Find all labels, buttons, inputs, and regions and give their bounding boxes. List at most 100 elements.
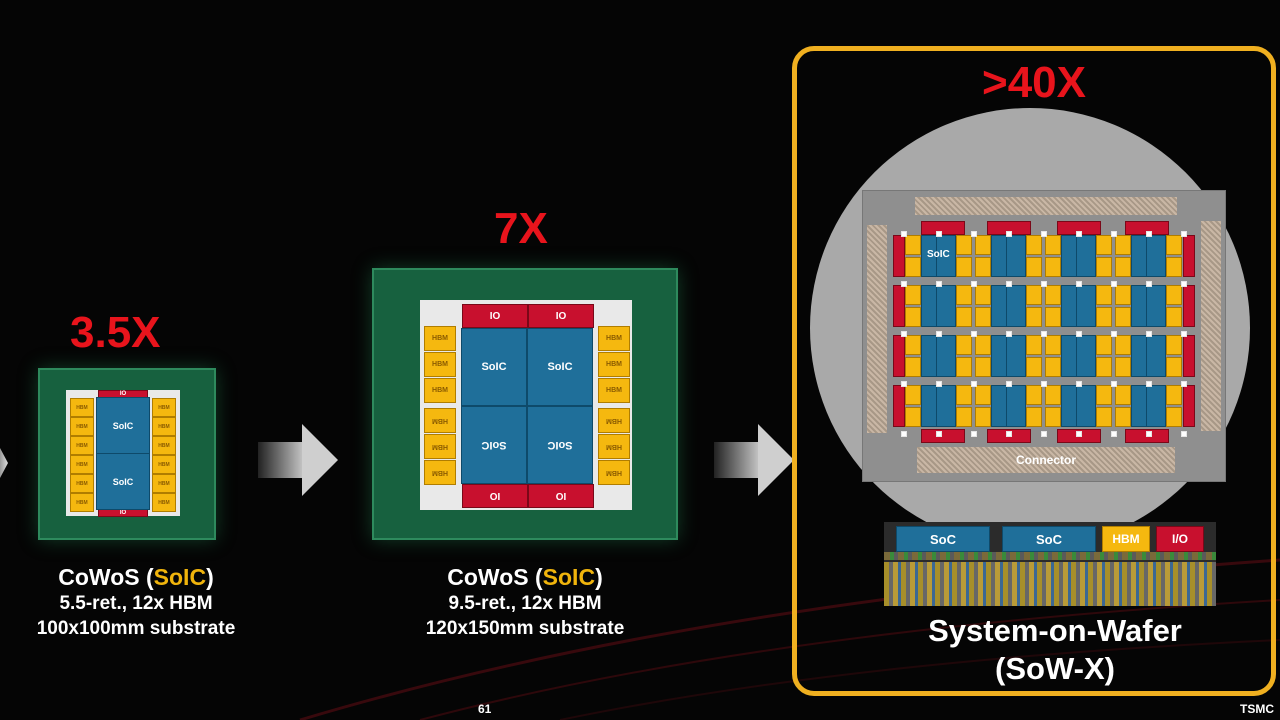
interconnect-node — [901, 331, 907, 337]
hbm-stack — [1096, 285, 1112, 305]
hbm-stack — [905, 335, 921, 355]
interconnect-node — [1041, 381, 1047, 387]
top-connector-strip — [915, 197, 1177, 215]
interconnect-node — [936, 231, 942, 237]
hbm-stack — [1096, 307, 1112, 327]
hbm-stack — [1115, 285, 1131, 305]
interconnect-node — [1076, 381, 1082, 387]
hbm-stack: HBM — [598, 434, 630, 459]
io-chip-bottom: IO — [528, 484, 594, 508]
io-chip — [893, 385, 905, 427]
hbm-stack — [1096, 257, 1112, 277]
soic-die — [1076, 335, 1096, 377]
hbm-stack: HBM — [598, 408, 630, 433]
interconnect-node — [971, 431, 977, 437]
caption-title: CoWoS ( — [447, 564, 543, 590]
interconnect-node — [1146, 331, 1152, 337]
interconnect-node — [936, 431, 942, 437]
hbm-stack — [1166, 257, 1182, 277]
hbm-stack — [1045, 257, 1061, 277]
caption-title: System-on-Wafer — [928, 613, 1182, 648]
soic-die — [936, 385, 956, 427]
soic-die — [1006, 235, 1026, 277]
hbm-stack: HBM — [152, 455, 176, 474]
caption-subtitle: (SoW-X) — [995, 651, 1115, 686]
interconnect-node — [901, 431, 907, 437]
interconnect-node — [1146, 231, 1152, 237]
connector-label: Connector — [1016, 453, 1076, 467]
soic-die — [936, 285, 956, 327]
substrate-layer — [884, 562, 1216, 606]
cross-section-io: I/O — [1156, 526, 1204, 552]
soic-die — [1146, 385, 1166, 427]
soic-die — [936, 235, 956, 277]
soic-die: SoIC — [527, 328, 593, 406]
interconnect-node — [1146, 281, 1152, 287]
hbm-stack: HBM — [424, 378, 456, 403]
soic-die: SoIC — [461, 406, 527, 484]
interconnect-node — [971, 331, 977, 337]
soic-die — [1006, 285, 1026, 327]
io-chip — [1183, 235, 1195, 277]
interposer: IO IO IO IO SoIC SoIC SoIC SoIC HBM HBM … — [420, 300, 632, 510]
hbm-stack: HBM — [152, 417, 176, 436]
io-chip — [893, 335, 905, 377]
interconnect-node — [1006, 331, 1012, 337]
hbm-stack — [956, 235, 972, 255]
scale-label-2: 7X — [494, 204, 548, 253]
soic-die-2: SoIC — [96, 453, 150, 510]
io-chip — [921, 221, 965, 235]
hbm-stack — [905, 285, 921, 305]
interconnect-node — [1111, 281, 1117, 287]
io-chip-bottom: IO — [98, 509, 148, 517]
hbm-stack — [1045, 407, 1061, 427]
cowos-package-large: IO IO IO IO SoIC SoIC SoIC SoIC HBM HBM … — [372, 268, 678, 540]
interconnect-node — [936, 281, 942, 287]
soic-die: SoIC — [461, 328, 527, 406]
hbm-stack — [956, 285, 972, 305]
hbm-stack: HBM — [70, 493, 94, 512]
interconnect-node — [1006, 381, 1012, 387]
hbm-stack: HBM — [424, 352, 456, 377]
hbm-stack — [1026, 307, 1042, 327]
redistribution-layer — [884, 552, 1216, 560]
hbm-stack — [1026, 335, 1042, 355]
hbm-stack — [975, 335, 991, 355]
interconnect-node — [1111, 431, 1117, 437]
hbm-stack — [1045, 285, 1061, 305]
cross-section-soc-1: SoC — [896, 526, 990, 552]
scale-label-1: 3.5X — [70, 308, 161, 357]
io-chip — [1183, 335, 1195, 377]
hbm-stack — [1045, 385, 1061, 405]
interconnect-node — [936, 381, 942, 387]
hbm-stack — [1115, 357, 1131, 377]
hbm-stack — [1115, 407, 1131, 427]
hbm-stack: HBM — [70, 417, 94, 436]
right-arrow-icon — [714, 424, 794, 496]
interconnect-node — [1041, 231, 1047, 237]
io-chip — [1183, 385, 1195, 427]
hbm-stack — [1026, 235, 1042, 255]
io-chip — [921, 429, 965, 443]
hbm-stack — [1045, 357, 1061, 377]
interconnect-node — [1181, 231, 1187, 237]
hbm-stack — [975, 385, 991, 405]
interconnect-node — [1076, 281, 1082, 287]
interconnect-node — [1111, 231, 1117, 237]
interconnect-node — [901, 231, 907, 237]
brand-logo: TSMC — [1240, 702, 1274, 716]
caption-stage-2: CoWoS (SoIC) 9.5-ret., 12x HBM 120x150mm… — [380, 562, 670, 642]
cowos-package-small: IO IO SoIC SoIC HBM HBM HBM HBM HBM HBM … — [38, 368, 216, 540]
hbm-stack — [975, 285, 991, 305]
hbm-stack — [1096, 385, 1112, 405]
interconnect-node — [1006, 231, 1012, 237]
hbm-stack: HBM — [152, 493, 176, 512]
caption-substrate: 120x150mm substrate — [425, 618, 625, 639]
hbm-stack — [975, 235, 991, 255]
interconnect-node — [1006, 281, 1012, 287]
hbm-stack — [1115, 257, 1131, 277]
caption-stage-3: System-on-Wafer (SoW-X) — [890, 612, 1220, 688]
interconnect-node — [1146, 381, 1152, 387]
hbm-stack — [1115, 385, 1131, 405]
hbm-stack — [1045, 235, 1061, 255]
